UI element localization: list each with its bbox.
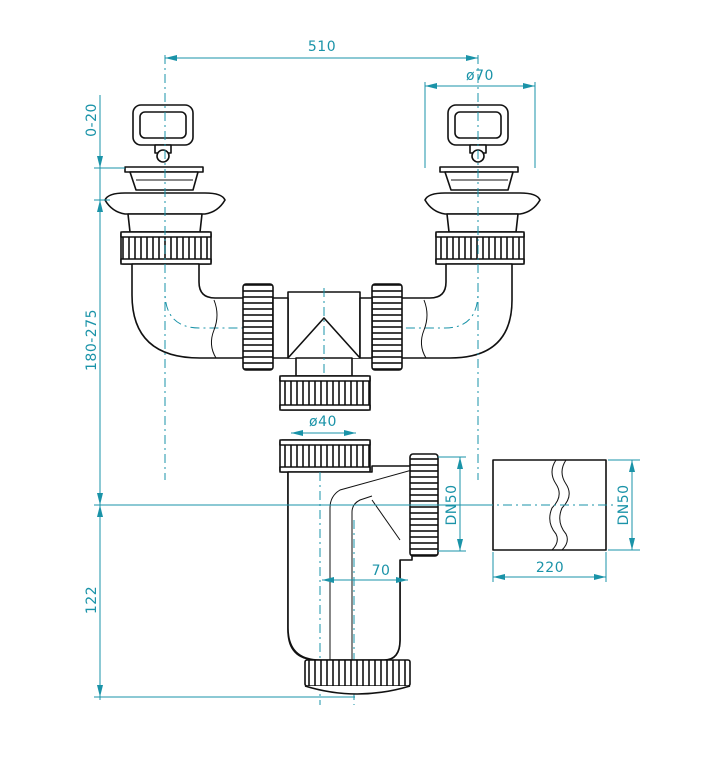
right-strainer-flange xyxy=(424,192,541,233)
dim-d70-label: ø70 xyxy=(466,68,494,84)
dim-dn50-pipe-label: DN50 xyxy=(616,484,632,525)
right-strainer-plug xyxy=(439,104,519,191)
dim-d70: ø70 xyxy=(424,68,536,168)
dim-70: 70 xyxy=(322,563,408,583)
tee-bottom-nut xyxy=(279,375,371,411)
right-elbow-pipe xyxy=(399,263,513,359)
left-strainer-plug xyxy=(124,104,204,191)
dim-180-275-label: 180-275 xyxy=(84,309,100,371)
dim-220: 220 xyxy=(492,552,607,582)
trap-inlet-nut xyxy=(279,439,371,473)
tee-left-nut xyxy=(242,283,289,371)
dim-220-label: 220 xyxy=(536,560,564,576)
dim-510-label: 510 xyxy=(308,39,336,55)
left-strainer-flange xyxy=(104,192,226,233)
right-strainer-nut xyxy=(435,231,525,265)
left-strainer-nut xyxy=(120,231,212,265)
dim-122-label: 122 xyxy=(84,586,100,614)
outlet-pipe xyxy=(484,459,614,551)
dim-d40-label: ø40 xyxy=(309,414,337,430)
dim-vertical-chain: 0-20 180-275 122 xyxy=(84,95,484,700)
left-elbow-pipe xyxy=(131,263,249,359)
tee-right-nut xyxy=(359,283,403,371)
dim-dn50-trap: DN50 xyxy=(438,456,466,552)
dim-0-20-label: 0-20 xyxy=(84,103,100,137)
dim-70-label: 70 xyxy=(372,563,391,579)
trap-bottom-cap xyxy=(304,659,411,695)
dim-dn50-pipe: DN50 xyxy=(608,459,640,551)
dim-d40: ø40 xyxy=(291,414,356,436)
tee-junction xyxy=(287,288,361,377)
dim-510: 510 xyxy=(164,39,479,480)
